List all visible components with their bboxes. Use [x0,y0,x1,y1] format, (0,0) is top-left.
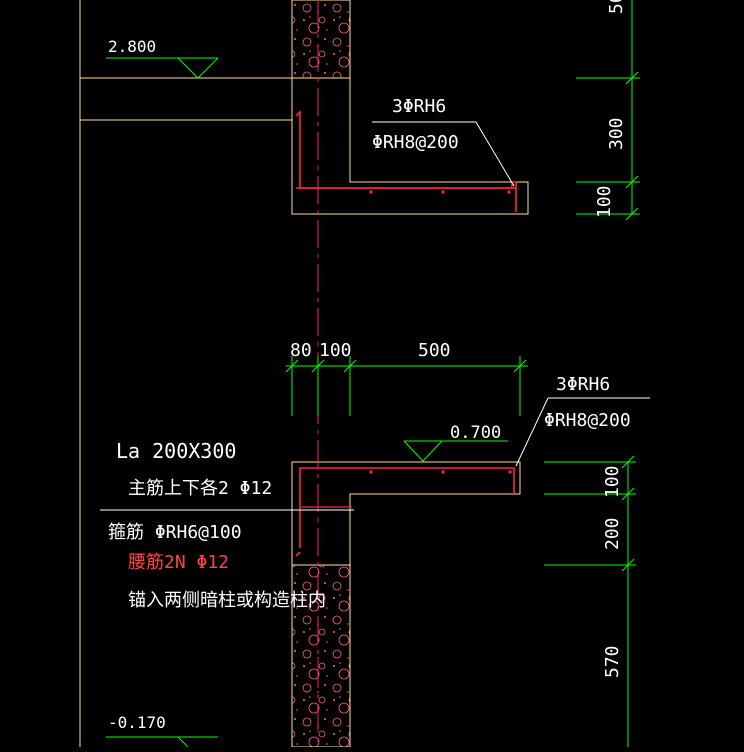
dim-h-500: 500 [418,340,451,361]
rebar-dot [508,470,512,474]
elevation-bottom-label: -0.170 [108,713,166,732]
elevation-marker-mid [403,440,508,462]
dim-h-80: 80 [290,340,312,361]
rebar-dot [507,190,511,194]
lower-rebar-main-label: 3ΦRH6 [556,374,610,395]
rebar-dot [369,190,373,194]
upper-canopy-outline [291,77,529,215]
lower-canopy-rebar [299,467,515,548]
dim-v-100-upper: 100 [594,185,615,218]
beam-label: La 200X300 [116,439,236,463]
dim-v-570: 570 [602,645,623,678]
concrete-column-upper [291,0,351,79]
elevation-marker-bottom [106,736,218,748]
upper-rebar-leader [372,121,515,187]
dimension-vertical-lower [544,455,636,747]
upper-rebar-main-label: 3ΦRH6 [392,96,446,117]
upper-canopy-rebar [295,110,517,212]
dim-v-200: 200 [602,517,623,550]
lower-rebar-leader [515,397,650,467]
dim-h-100: 100 [319,340,352,361]
dim-v-300: 300 [606,117,627,150]
upper-rebar-dist-label: ΦRH8@200 [372,132,459,153]
dim-v-100-lower: 100 [602,465,623,498]
elevation-marker-top [106,57,219,79]
elevation-mid-label: 0.700 [450,423,501,443]
dimension-horizontal [285,356,528,416]
beam-main-bars: 主筋上下各2 Φ12 [128,478,272,499]
rebar-dot [441,470,445,474]
lower-canopy-outline [291,461,521,566]
beam-anchor-note: 锚入两侧暗柱或构造柱内 [128,590,326,611]
elevation-top-label: 2.800 [108,37,156,56]
concrete-column-lower [291,564,351,748]
rebar-dot [441,190,445,194]
beam-waist-bars: 腰筋2N Φ12 [128,552,229,573]
dim-v-50: 50 [606,0,627,14]
lower-rebar-dist-label: ΦRH8@200 [544,410,631,431]
lower-canopy-rebar-hook [295,551,301,557]
beam-stirrups: 箍筋 ΦRH6@100 [108,522,242,543]
rebar-dot [369,470,373,474]
dimension-vertical-upper [576,0,640,221]
